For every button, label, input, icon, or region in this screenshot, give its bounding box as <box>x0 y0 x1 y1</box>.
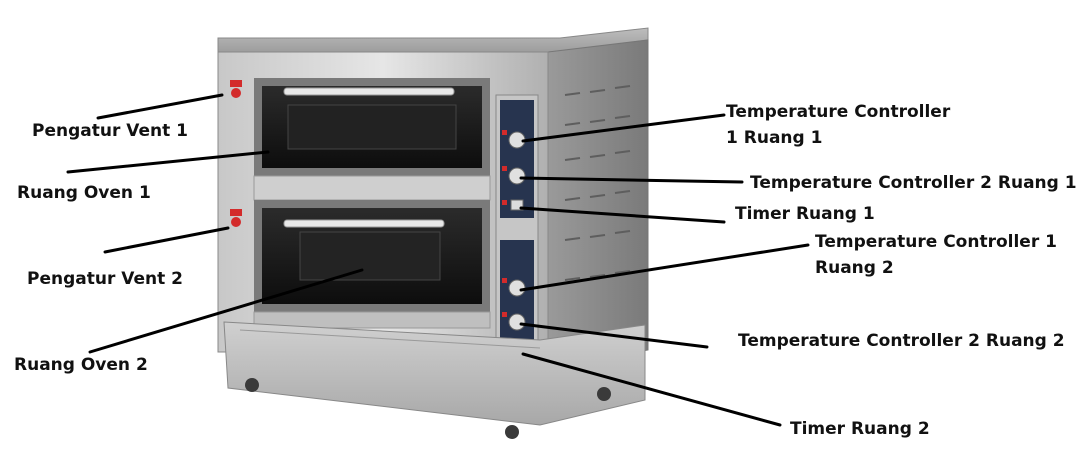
middle-divider <box>253 175 491 201</box>
label-tc1r1-line2: 1 Ruang 1 <box>726 128 823 148</box>
label-pengatur-vent-2: Pengatur Vent 2 <box>27 269 183 289</box>
label-temperature-controller-1-ruang-1: Temperature Controller 1 Ruang 1 <box>726 99 950 151</box>
side-vents <box>564 85 631 281</box>
label-temperature-controller-2-ruang-2: Temperature Controller 2 Ruang 2 <box>738 331 1065 351</box>
label-temperature-controller-2-ruang-1: Temperature Controller 2 Ruang 1 <box>750 173 1077 193</box>
label-timer-ruang-2: Timer Ruang 2 <box>790 419 930 439</box>
label-tc1r1-line1: Temperature Controller <box>726 102 951 122</box>
label-tc1r2-line2: Ruang 2 <box>815 258 894 278</box>
label-tc1r2-line1: Temperature Controller 1 <box>815 232 1057 252</box>
leader-lines <box>66 93 810 427</box>
label-temperature-controller-1-ruang-2: Temperature Controller 1 Ruang 2 <box>815 229 1057 281</box>
upper-knobs <box>502 130 526 211</box>
vent-indicator-2[interactable] <box>230 209 242 227</box>
upper-door-handle[interactable] <box>283 87 455 96</box>
label-ruang-oven-2: Ruang Oven 2 <box>14 355 148 375</box>
bottom-trim <box>253 311 491 329</box>
lower-door-window <box>299 231 441 281</box>
control-panel-upper <box>500 100 534 218</box>
label-timer-ruang-1: Timer Ruang 1 <box>735 204 875 224</box>
lower-door-handle[interactable] <box>283 219 445 228</box>
upper-door-window <box>287 104 457 150</box>
label-pengatur-vent-1: Pengatur Vent 1 <box>32 121 188 141</box>
oven-side-panel <box>547 39 649 369</box>
oven-wheels <box>245 378 611 439</box>
vent-indicator-1[interactable] <box>230 80 242 98</box>
label-ruang-oven-1: Ruang Oven 1 <box>17 183 151 203</box>
oven-base <box>223 321 646 426</box>
